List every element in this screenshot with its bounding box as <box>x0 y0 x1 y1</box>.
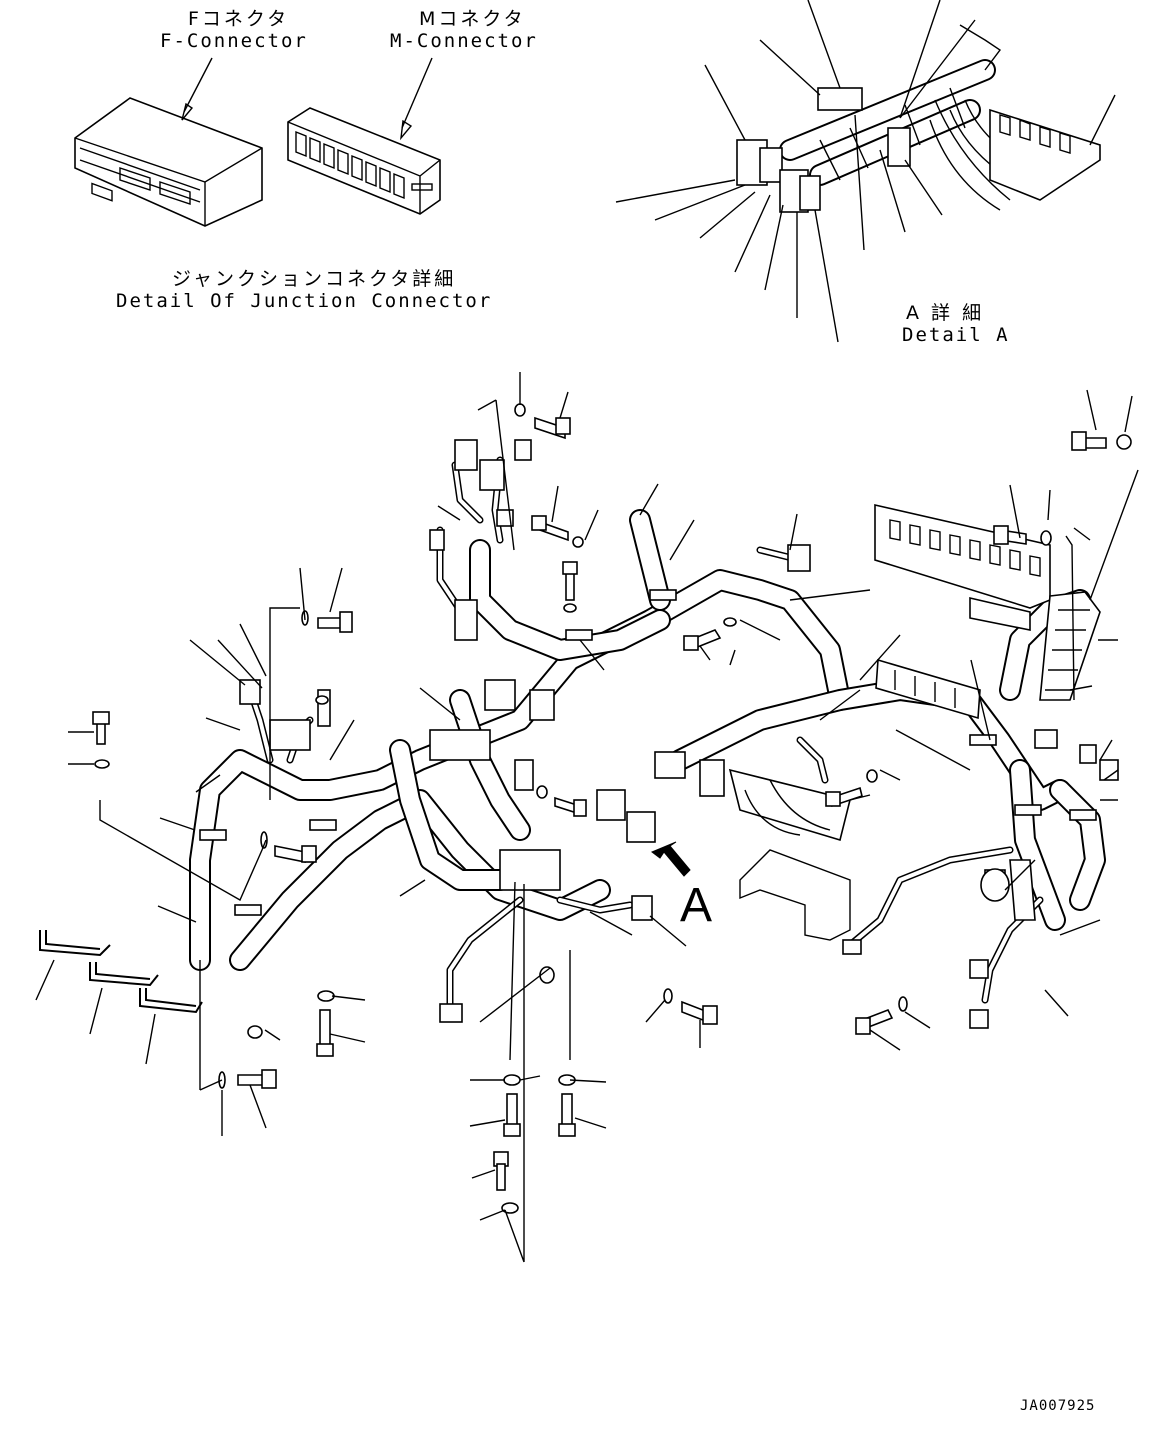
view-a-arrow <box>651 841 691 877</box>
harness-connectors <box>199 439 1119 1029</box>
fasteners <box>92 403 1132 1214</box>
u-clamps <box>39 930 203 1014</box>
m-connector-label-jp: Mコネクタ <box>419 8 526 30</box>
detail-a-assembly <box>615 0 1116 343</box>
drawing-id: JA007925 <box>1020 1398 1096 1414</box>
reference-leaders <box>35 372 1139 1263</box>
detail-a-label: Detail A <box>902 324 1010 346</box>
f-connector-label: F-Connector <box>160 30 308 52</box>
junction-detail-label: Detail Of Junction Connector <box>116 290 493 312</box>
junction-detail-label-jp: ジャンクションコネクタ詳細 <box>172 268 457 290</box>
leader-lines <box>181 57 433 141</box>
detail-a-label-jp: A 詳 細 <box>906 302 985 324</box>
f-connector-part <box>74 97 263 227</box>
m-connector-label: M-Connector <box>390 30 538 52</box>
main-harness <box>189 456 1106 1014</box>
f-connector-label-jp: Fコネクタ <box>188 8 290 30</box>
view-a-marker: A <box>680 879 713 932</box>
m-connector-part <box>287 107 441 215</box>
